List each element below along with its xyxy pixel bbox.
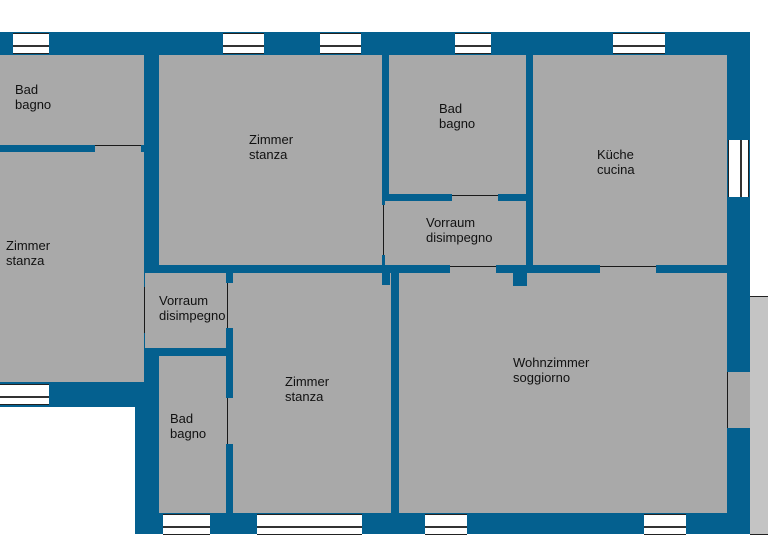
room-bad-1 (0, 55, 144, 145)
window-left-zimmer1 (0, 384, 49, 405)
window-top-5 (613, 33, 665, 54)
room-zimmer-3 (233, 273, 391, 513)
door-kueche-wohnzimmer[interactable] (600, 265, 656, 273)
wall-stub (513, 265, 527, 286)
room-zimmer-1 (0, 152, 144, 382)
window-bottom-4 (644, 514, 686, 535)
door-line (452, 195, 498, 196)
window-bottom-2 (257, 514, 362, 535)
room-wohnzimmer (399, 273, 727, 513)
window-right-kueche (728, 140, 749, 197)
door-bad3-zimmer3[interactable] (226, 398, 233, 444)
door-bad1-zimmer1[interactable] (95, 145, 141, 152)
room-vorraum-1 (385, 201, 526, 265)
window-top-3 (320, 33, 361, 54)
window-bottom-1 (163, 514, 210, 535)
wall-stub (382, 265, 390, 285)
window-top-4 (455, 33, 491, 54)
door-line (600, 266, 656, 267)
door-vorraum2-zimmer3[interactable] (226, 283, 233, 328)
window-top-2 (223, 33, 264, 54)
door-bad2-vorraum1[interactable] (452, 194, 498, 201)
room-zimmer-2 (159, 55, 382, 265)
room-kueche (533, 55, 727, 265)
window-bottom-3 (425, 514, 467, 535)
door-vorraum2-left[interactable] (145, 287, 159, 333)
door-line (95, 145, 141, 146)
door-line (383, 205, 384, 255)
door-line (227, 398, 228, 444)
room-bad-2 (389, 55, 526, 194)
room-bad-3 (159, 356, 226, 513)
door-vorraum1-left[interactable] (382, 205, 389, 255)
door-line (727, 372, 728, 428)
door-line (144, 287, 145, 333)
door-line (227, 283, 228, 328)
window-top-1 (13, 33, 49, 54)
door-line (450, 266, 496, 267)
door-vorraum1-wohnzimmer[interactable] (450, 265, 496, 273)
balcony (750, 296, 768, 535)
door-wohnzimmer-balcony[interactable] (727, 372, 750, 428)
